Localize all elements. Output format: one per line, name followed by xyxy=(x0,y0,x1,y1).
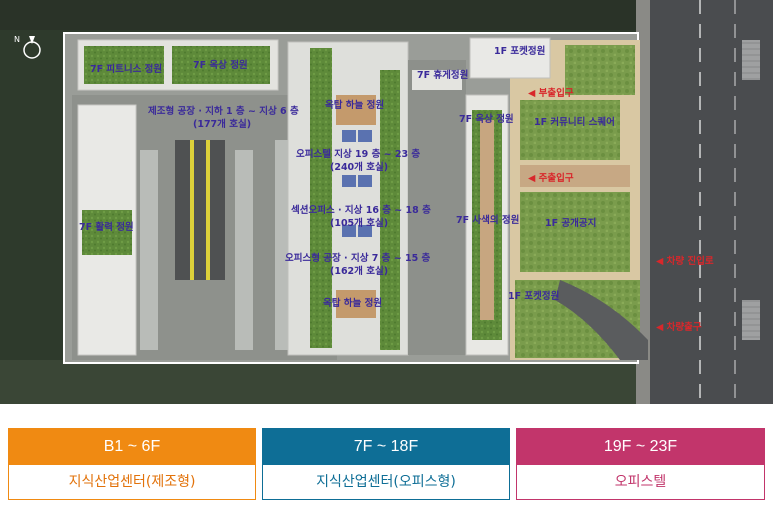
label-roof-garden-left: 7F 옥상 정원 xyxy=(193,59,248,71)
open-space-garden xyxy=(520,192,630,272)
legend-range: 19F ~ 23F xyxy=(517,429,764,465)
legend-range: 7F ~ 18F xyxy=(263,429,509,465)
label-main-entrance: ◀ 주출입구 xyxy=(528,172,574,184)
label-vehicle-out: ◀ 차량출구 xyxy=(656,321,702,333)
pocket-garden-top-building xyxy=(469,37,551,79)
tower-west-garden xyxy=(310,48,332,348)
vehicle-ramp xyxy=(555,280,648,360)
label-factory-line2: (177개 호실) xyxy=(193,118,251,130)
solar-panels xyxy=(342,130,372,237)
main-entrance-walk xyxy=(520,165,630,187)
annex-block xyxy=(408,60,466,355)
label-rest-garden: 7F 휴게정원 xyxy=(417,69,468,81)
label-fitness-garden: 7F 피트니스 정원 xyxy=(90,63,162,75)
ramp xyxy=(175,140,225,280)
tree-area xyxy=(565,45,635,95)
south-edge xyxy=(0,360,660,404)
label-sky-garden-top: 옥탑 하늘 정원 xyxy=(325,99,384,111)
label-vehicle-in: ◀ 차량 진입로 xyxy=(656,255,714,267)
fitness-garden xyxy=(84,46,164,84)
compass-icon: N xyxy=(14,35,41,59)
sky-deck-bottom xyxy=(336,290,376,318)
svg-text:N: N xyxy=(14,35,20,44)
label-thought-garden: 7F 사색의 정원 xyxy=(456,214,519,226)
label-sky-garden-bottom: 옥탑 하늘 정원 xyxy=(323,297,382,309)
legend-type: 지식산업센터(오피스형) xyxy=(263,465,509,499)
legend-manufacturing: B1 ~ 6F 지식산업센터(제조형) xyxy=(8,428,256,500)
crosswalk xyxy=(742,300,760,340)
label-office-factory-line2: (162개 호실) xyxy=(330,265,388,277)
roof-garden-left xyxy=(172,46,270,84)
tower-east-garden xyxy=(380,70,400,350)
label-pocket-garden-top: 1F 포켓정원 xyxy=(494,45,545,57)
label-section-line1: 섹션오피스 · 지상 16 층 ~ 18 층 xyxy=(291,204,431,216)
label-section-line2: (105개 호실) xyxy=(330,217,388,229)
label-community-square: 1F 커뮤니티 스퀘어 xyxy=(534,116,615,128)
legend-type: 오피스텔 xyxy=(517,465,764,499)
community-square-garden xyxy=(520,100,620,160)
site-plan-map: N 7F 피트니스 정원 7F 옥상 정원 제조형 공장 · 지하 1 층 ~ … xyxy=(0,0,773,404)
legend-range: B1 ~ 6F xyxy=(9,429,255,465)
label-officetel-line1: 오피스텔 지상 19 층 ~ 23 층 xyxy=(296,148,420,160)
label-roof-garden-right: 7F 옥상 정원 xyxy=(459,113,514,125)
legend-officetel: 19F ~ 23F 오피스텔 xyxy=(516,428,765,500)
label-officetel-line2: (240개 호실) xyxy=(330,161,388,173)
label-office-factory-line1: 오피스형 공장 · 지상 7 층 ~ 15 층 xyxy=(285,252,431,264)
legend-office: 7F ~ 18F 지식산업센터(오피스형) xyxy=(262,428,510,500)
vitality-garden xyxy=(82,210,132,255)
label-open-space: 1F 공개공지 xyxy=(545,217,596,229)
sky-deck-top xyxy=(336,95,376,125)
label-sub-entrance: ◀ 부출입구 xyxy=(528,87,574,99)
label-pocket-garden-bottom: 1F 포켓정원 xyxy=(508,290,559,302)
legend-type: 지식산업센터(제조형) xyxy=(9,465,255,499)
label-factory-line1: 제조형 공장 · 지하 1 층 ~ 지상 6 층 xyxy=(148,105,299,117)
crosswalk xyxy=(742,40,760,80)
label-vitality-garden: 7F 활력 정원 xyxy=(79,221,134,233)
